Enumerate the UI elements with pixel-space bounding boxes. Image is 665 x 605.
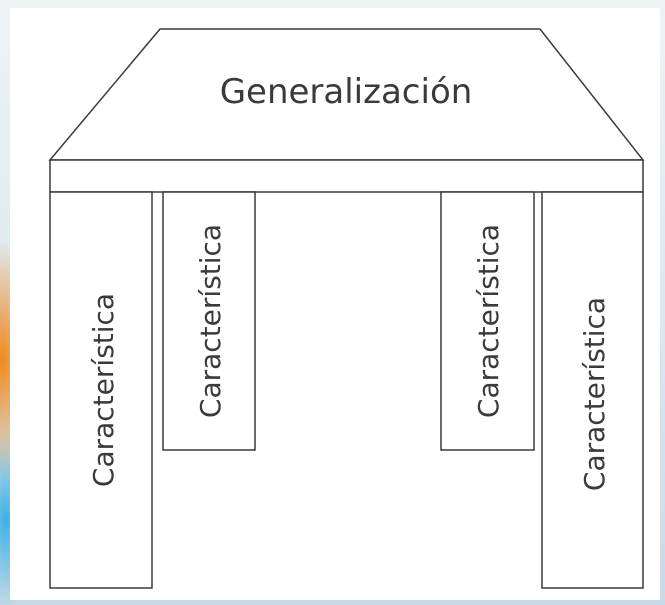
- pillar-outer-right: [541, 191, 644, 589]
- pillar-outer-left-label: Característica: [87, 293, 120, 487]
- pillar-inner-left-label: Característica: [194, 224, 227, 418]
- beam: [49, 159, 644, 193]
- pillar-outer-right-label: Característica: [578, 297, 611, 491]
- pillar-outer-left: [49, 191, 153, 589]
- pillar-inner-right-label: Característica: [472, 224, 505, 418]
- pillar-inner-left: [162, 191, 256, 451]
- roof-label: Generalización: [220, 72, 473, 112]
- pillar-inner-right: [440, 191, 535, 451]
